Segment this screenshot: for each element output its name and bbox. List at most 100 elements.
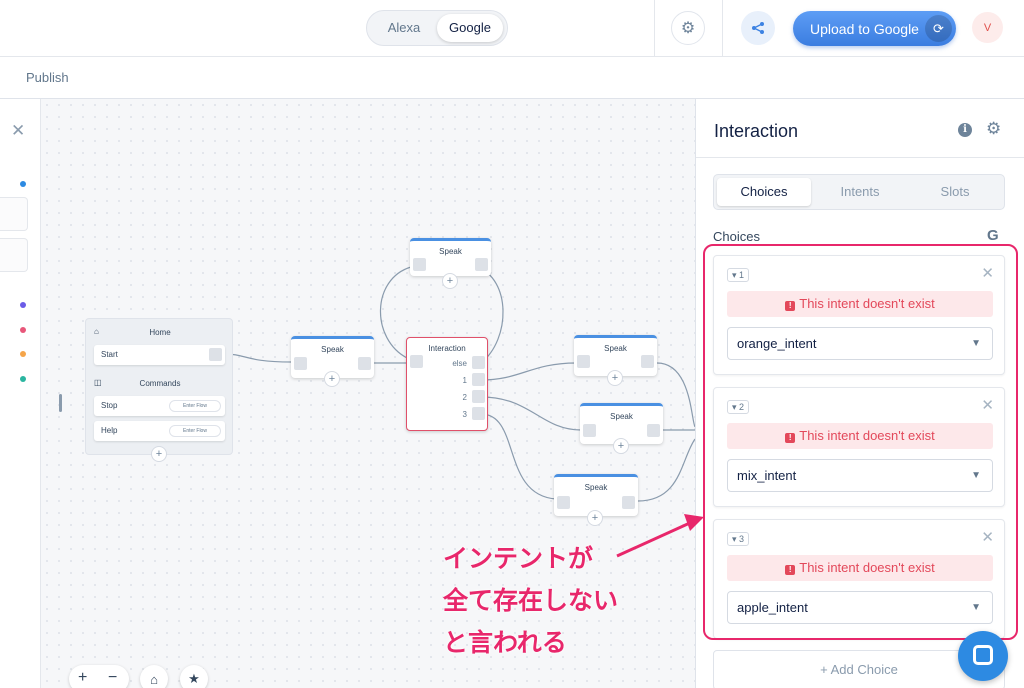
speak-node[interactable]: Speak	[580, 403, 663, 444]
speak-title: Speak	[604, 344, 627, 353]
close-icon[interactable]: ✕	[981, 397, 994, 414]
left-panel-item[interactable]	[0, 197, 28, 231]
link-speak-top-interaction	[379, 266, 412, 359]
speak-node[interactable]: Speak	[554, 474, 638, 516]
enter-flow-chip[interactable]: Enter Flow	[169, 425, 221, 437]
add-step-button[interactable]: +	[613, 438, 629, 454]
output-port-1[interactable]	[472, 373, 485, 386]
home-button[interactable]: ⌂	[140, 665, 168, 688]
drag-handle[interactable]	[59, 394, 62, 412]
choice-number[interactable]: ▾ 1	[727, 268, 750, 282]
zoom-out-button[interactable]: −	[108, 669, 118, 686]
output-port-2[interactable]	[472, 390, 485, 403]
add-step-button[interactable]: +	[151, 446, 167, 462]
home-icon: ⌂	[150, 671, 158, 687]
input-port[interactable]	[294, 357, 307, 370]
info-icon[interactable]: i	[958, 123, 972, 137]
choice-number-value: 2	[739, 402, 745, 412]
start-step[interactable]: Start	[94, 345, 225, 365]
interaction-node[interactable]: Interaction else 1 2 3	[406, 337, 488, 431]
intent-select[interactable]: mix_intent▼	[727, 459, 993, 492]
input-port[interactable]	[413, 258, 426, 271]
chat-button[interactable]	[958, 631, 1008, 681]
add-choice-button[interactable]: + Add Choice	[713, 650, 1005, 688]
left-panel-item[interactable]	[0, 238, 28, 272]
close-icon[interactable]: ✕	[981, 265, 994, 282]
intent-value: orange_intent	[737, 336, 817, 351]
command-label: Stop	[101, 401, 118, 410]
annotation-line: 全て存在しない	[443, 587, 619, 615]
output-port[interactable]	[358, 357, 371, 370]
error-banner: !This intent doesn't exist	[727, 555, 993, 581]
error-text: This intent doesn't exist	[799, 296, 935, 311]
error-icon: !	[785, 433, 796, 443]
choice-number[interactable]: ▾ 2	[727, 400, 750, 414]
tab-choices[interactable]: Choices	[717, 178, 811, 206]
add-step-button[interactable]: +	[442, 273, 458, 289]
speak-node[interactable]: Speak	[410, 238, 491, 276]
intent-select[interactable]: orange_intent▼	[727, 327, 993, 360]
input-port[interactable]	[577, 355, 590, 368]
output-port[interactable]	[647, 424, 660, 437]
zoom-controls: + −	[69, 665, 129, 688]
command-help[interactable]: Help Enter Flow	[94, 421, 225, 441]
input-port[interactable]	[583, 424, 596, 437]
error-icon: !	[785, 301, 796, 311]
gear-icon[interactable]: ⚙	[986, 119, 1002, 138]
choice-card-3: ▾ 3 ✕ !This intent doesn't exist apple_i…	[713, 519, 1005, 639]
flow-canvas[interactable]: ⌂ Home Start ◫ Commands Stop Enter Flow …	[41, 99, 695, 688]
output-port[interactable]	[622, 496, 635, 509]
zoom-in-button[interactable]: +	[78, 669, 88, 686]
divider	[696, 157, 1024, 158]
pink-dot-icon	[20, 327, 26, 333]
output-port[interactable]	[475, 258, 488, 271]
add-step-button[interactable]: +	[607, 370, 623, 386]
close-icon[interactable]: ✕	[11, 121, 26, 140]
speak-title: Speak	[321, 345, 344, 354]
blue-dot-icon	[20, 181, 26, 187]
platform-google-option[interactable]: Google	[437, 14, 503, 42]
command-label: Help	[101, 426, 118, 435]
speak-title: Speak	[610, 412, 633, 421]
enter-flow-chip[interactable]: Enter Flow	[169, 400, 221, 412]
input-port[interactable]	[557, 496, 570, 509]
input-port[interactable]	[410, 355, 423, 368]
link-off-1	[656, 362, 695, 428]
choice-number[interactable]: ▾ 3	[727, 532, 750, 546]
caret-down-icon: ▼	[971, 470, 981, 481]
orange-dot-icon	[20, 351, 26, 357]
add-step-button[interactable]: +	[324, 371, 340, 387]
divider	[654, 0, 655, 57]
tab-slots[interactable]: Slots	[940, 184, 970, 199]
intent-select[interactable]: apple_intent▼	[727, 591, 993, 624]
connection-lines	[224, 266, 695, 502]
choices-section-label: Choices	[713, 229, 760, 244]
avatar[interactable]: V	[972, 12, 1003, 43]
share-button[interactable]	[741, 11, 775, 45]
link-off-3	[637, 438, 695, 502]
error-text: This intent doesn't exist	[799, 428, 935, 443]
platform-alexa-option[interactable]: Alexa	[387, 20, 421, 35]
link-3-speak	[480, 413, 557, 500]
add-step-button[interactable]: +	[587, 510, 603, 526]
output-port-else[interactable]	[472, 356, 485, 369]
start-port[interactable]	[209, 348, 222, 361]
publish-tab[interactable]: Publish	[26, 70, 69, 85]
home-title: Home	[149, 328, 171, 337]
settings-button[interactable]: ⚙	[671, 11, 705, 45]
error-banner: !This intent doesn't exist	[727, 423, 993, 449]
upload-button[interactable]: Upload to Google ⟳	[793, 11, 956, 46]
upload-button-label: Upload to Google	[810, 20, 919, 37]
avatar-letter: V	[983, 21, 992, 34]
tab-intents[interactable]: Intents	[840, 184, 880, 199]
share-icon	[752, 22, 764, 34]
command-stop[interactable]: Stop Enter Flow	[94, 396, 225, 416]
speak-node[interactable]: Speak	[574, 335, 657, 376]
annotation-highlight-box	[703, 244, 1018, 640]
output-port-3[interactable]	[472, 407, 485, 420]
close-icon[interactable]: ✕	[981, 529, 994, 546]
favorite-button[interactable]: ★	[180, 665, 208, 688]
output-port[interactable]	[641, 355, 654, 368]
left-panel: ✕	[0, 99, 41, 688]
home-block[interactable]: ⌂ Home Start ◫ Commands Stop Enter Flow …	[85, 318, 233, 455]
